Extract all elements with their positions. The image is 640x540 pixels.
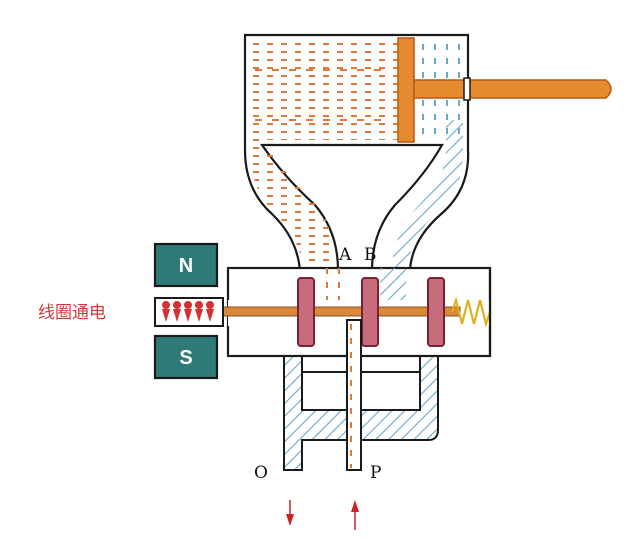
port-b-label: B bbox=[364, 245, 377, 265]
magnet-south bbox=[153, 334, 219, 380]
watermark-icon bbox=[532, 503, 550, 521]
coil-windings bbox=[162, 301, 214, 322]
return-spring bbox=[450, 296, 492, 328]
spool-land-3 bbox=[427, 277, 445, 347]
watermark: 工控班长 bbox=[532, 503, 612, 521]
channel-b-hatch bbox=[392, 120, 464, 268]
piston-rod bbox=[413, 79, 612, 99]
port-p-label: P bbox=[370, 463, 381, 483]
coil-energized-label: 线圈通电 bbox=[38, 303, 106, 323]
spool-land-1 bbox=[297, 277, 315, 347]
magnet-south-label: S bbox=[179, 347, 192, 369]
port-o-label: O bbox=[254, 463, 268, 483]
spool-land-2 bbox=[361, 277, 379, 347]
magnet-north-label: N bbox=[179, 255, 193, 277]
port-a-label: A bbox=[338, 245, 352, 265]
spool-rod bbox=[219, 306, 461, 317]
flow-arrows bbox=[286, 500, 359, 530]
watermark-label: 工控班长 bbox=[560, 506, 612, 521]
port-a-oil bbox=[318, 268, 340, 300]
channel-a-oil bbox=[252, 145, 335, 268]
hydraulic-cylinder bbox=[243, 33, 612, 272]
pressure-oil bbox=[349, 322, 359, 468]
piston bbox=[397, 37, 415, 143]
solenoid: N S bbox=[153, 242, 224, 380]
rod-seal bbox=[463, 77, 471, 101]
port-b-hatch bbox=[380, 268, 406, 300]
port-passages bbox=[283, 319, 439, 471]
oil-dashes-left bbox=[255, 69, 381, 121]
magnet-north bbox=[153, 242, 219, 288]
oil-chamber-left bbox=[250, 40, 398, 265]
